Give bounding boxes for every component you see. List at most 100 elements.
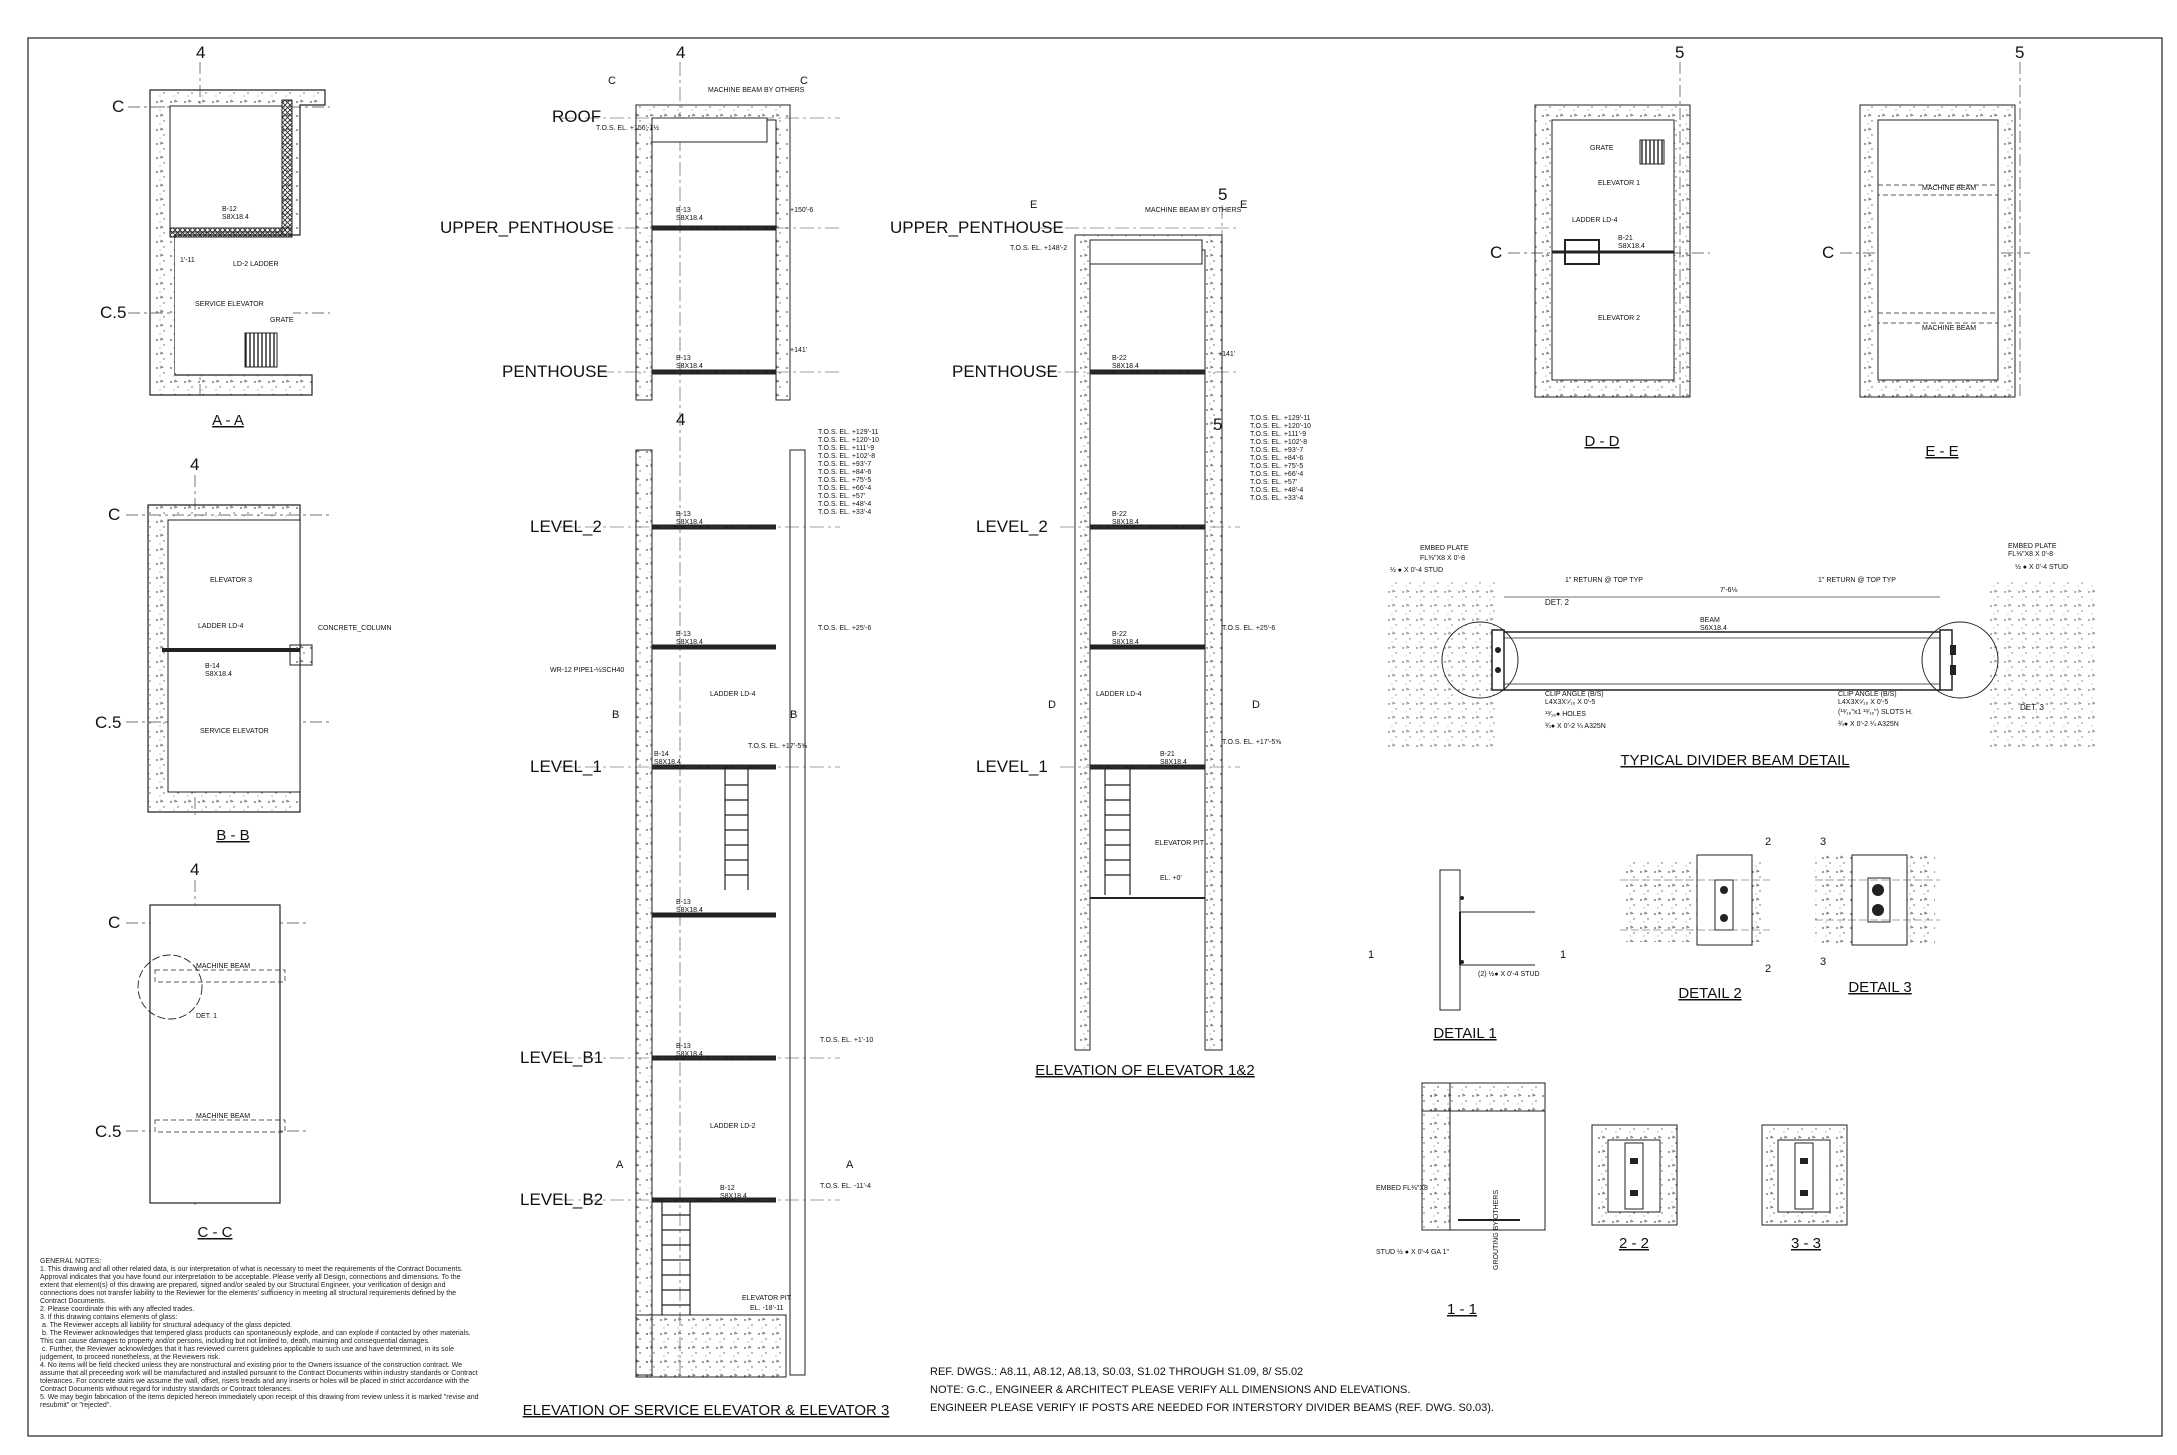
- note-item-2: 2. Please coordinate this with any affec…: [40, 1306, 195, 1313]
- svg-text:B-13: B-13: [676, 511, 691, 518]
- svg-text:T.O.S. EL. +129'-11: T.O.S. EL. +129'-11: [1250, 415, 1311, 422]
- svg-text:C: C: [1490, 243, 1502, 262]
- svg-text:S8X18.4: S8X18.4: [676, 363, 703, 370]
- elevation-elevator-12: 5 5 UPPER_PENTHOUSE PENTHOUSE LEVEL_2 L: [890, 185, 1311, 1079]
- elevation-service-elevator: 4 4: [440, 43, 889, 1419]
- svg-text:T.O.S. EL. +66'-4: T.O.S. EL. +66'-4: [818, 485, 871, 492]
- section-cc: 4 C C.5 MACHINE BEAM DET. 1 MACHINE BEAM…: [95, 860, 310, 1241]
- svg-text:(2) ½● X 0'-4 STUD: (2) ½● X 0'-4 STUD: [1478, 970, 1540, 978]
- svg-text:ELEVATOR 2: ELEVATOR 2: [1598, 315, 1640, 322]
- section-11: EMBED FL⅜"X8 STUD ½ ● X 0'-4 GA 1" GROUT…: [1376, 1082, 1546, 1318]
- svg-text:T.O.S. EL. +148'-2: T.O.S. EL. +148'-2: [1010, 245, 1067, 252]
- svg-text:LADDER LD-4: LADDER LD-4: [710, 691, 756, 698]
- title-elev-12: ELEVATION OF ELEVATOR 1&2: [1035, 1062, 1255, 1079]
- level-roof: ROOF: [552, 107, 601, 126]
- svg-text:D: D: [1252, 699, 1260, 711]
- svg-text:½ ● X 0'-4 STUD: ½ ● X 0'-4 STUD: [1390, 566, 1443, 574]
- svg-text:A: A: [616, 1159, 624, 1171]
- svg-text:B-12: B-12: [720, 1185, 735, 1192]
- title-bb: B - B: [216, 827, 249, 844]
- svg-text:T.O.S. EL. +93'-7: T.O.S. EL. +93'-7: [1250, 447, 1303, 454]
- svg-text:B-22: B-22: [1112, 355, 1127, 362]
- svg-text:T.O.S. EL. +57': T.O.S. EL. +57': [1250, 479, 1297, 486]
- svg-text:S6X18.4: S6X18.4: [1700, 625, 1727, 632]
- ref-engineer: ENGINEER PLEASE VERIFY IF POSTS ARE NEED…: [930, 1402, 1494, 1414]
- svg-text:ELEVATOR 1: ELEVATOR 1: [1598, 180, 1640, 187]
- svg-text:B-13: B-13: [676, 631, 691, 638]
- svg-text:T.O.S. EL. +48'-4: T.O.S. EL. +48'-4: [818, 501, 871, 508]
- svg-text:5: 5: [1675, 43, 1684, 62]
- svg-text:3: 3: [1820, 956, 1826, 968]
- title-11: 1 - 1: [1447, 1301, 1477, 1318]
- grid-c-label: C: [112, 97, 124, 116]
- detail-2: 2 2 DETAIL 2: [1620, 836, 1771, 1002]
- svg-text:7'-6⅛: 7'-6⅛: [1720, 587, 1737, 594]
- title-detail3: DETAIL 3: [1848, 979, 1911, 996]
- svg-text:¹³⁄₁₆● HOLES: ¹³⁄₁₆● HOLES: [1545, 711, 1586, 718]
- svg-text:4: 4: [190, 860, 199, 879]
- ref-dwgs: REF. DWGS.: A8.11, A8.12, A8.13, S0.03, …: [930, 1366, 1304, 1378]
- svg-text:5: 5: [1218, 185, 1227, 204]
- svg-text:ELEVATOR PIT: ELEVATOR PIT: [742, 1295, 792, 1302]
- svg-text:B-13: B-13: [676, 1043, 691, 1050]
- svg-text:L4X3X⁵⁄₁₆ X 0'-5: L4X3X⁵⁄₁₆ X 0'-5: [1545, 699, 1595, 706]
- svg-text:B-13: B-13: [676, 899, 691, 906]
- svg-text:SERVICE ELEVATOR: SERVICE ELEVATOR: [200, 728, 269, 735]
- svg-text:T.O.S. EL. +102'-8: T.O.S. EL. +102'-8: [818, 453, 875, 460]
- title-22: 2 - 2: [1619, 1235, 1649, 1252]
- svg-text:E: E: [1240, 199, 1247, 211]
- svg-text:1'-11: 1'-11: [180, 257, 195, 264]
- svg-text:S8X18.4: S8X18.4: [676, 215, 703, 222]
- svg-text:MACHINE BEAM: MACHINE BEAM: [1922, 325, 1976, 332]
- svg-text:T.O.S. EL. +33'-4: T.O.S. EL. +33'-4: [1250, 495, 1303, 502]
- title-typ-divider: TYPICAL DIVIDER BEAM DETAIL: [1620, 752, 1849, 769]
- level-penthouse: PENTHOUSE: [502, 362, 608, 381]
- svg-text:LADDER LD-4: LADDER LD-4: [1096, 691, 1142, 698]
- svg-text:MACHINE BEAM: MACHINE BEAM: [1922, 185, 1976, 192]
- svg-text:ELEVATOR 3: ELEVATOR 3: [210, 577, 252, 584]
- title-ee: E - E: [1925, 443, 1958, 460]
- svg-text:T.O.S. EL. +1'-10: T.O.S. EL. +1'-10: [820, 1037, 873, 1044]
- svg-text:EL. +0': EL. +0': [1160, 875, 1182, 882]
- svg-text:B-14: B-14: [205, 663, 220, 670]
- section-bb: 4 C C.5 ELEVATOR 3 LADDER LD-4 B-14 S8X1…: [95, 455, 392, 844]
- svg-text:S8X18.4: S8X18.4: [1618, 243, 1645, 250]
- svg-text:EMBED FL⅜"X8: EMBED FL⅜"X8: [1376, 1185, 1428, 1192]
- svg-text:T.O.S. EL. +120'-10: T.O.S. EL. +120'-10: [1250, 423, 1311, 430]
- svg-text:DET. 2: DET. 2: [1545, 598, 1570, 607]
- level-1-b: LEVEL_1: [976, 757, 1048, 776]
- section-22: 2 - 2: [1591, 1124, 1678, 1252]
- svg-text:C: C: [608, 75, 616, 87]
- svg-text:B-13: B-13: [676, 355, 691, 362]
- svg-text:S8X18.4: S8X18.4: [676, 907, 703, 914]
- svg-text:EL. -18'-11: EL. -18'-11: [750, 1305, 784, 1312]
- svg-text:1: 1: [1368, 949, 1374, 961]
- svg-text:2: 2: [1765, 836, 1771, 848]
- detail-1: 1 1 (2) ½● X 0'-4 STUD DETAIL 1: [1368, 869, 1566, 1042]
- svg-text:S8X18.4: S8X18.4: [1112, 519, 1139, 526]
- svg-text:T.O.S. EL. +17'-5⅝: T.O.S. EL. +17'-5⅝: [1222, 739, 1281, 746]
- sheet-border: [27, 37, 2163, 1437]
- note-item-3: 3. If this drawing contains elements of …: [40, 1314, 471, 1361]
- svg-text:E: E: [1030, 199, 1037, 211]
- svg-text:MACHINE BEAM BY OTHERS: MACHINE BEAM BY OTHERS: [708, 87, 805, 94]
- svg-text:T.O.S. EL. +111'-9: T.O.S. EL. +111'-9: [818, 445, 874, 452]
- level-1: LEVEL_1: [530, 757, 602, 776]
- typical-divider-beam-detail: EMBED PLATE FL⅜"X8 X 0'-8 ½ ● X 0'-4 STU…: [1385, 543, 2095, 769]
- svg-text:T.O.S. EL. +25'-6: T.O.S. EL. +25'-6: [818, 625, 871, 632]
- title-33: 3 - 3: [1791, 1235, 1821, 1252]
- svg-text:1" RETURN @ TOP TYP: 1" RETURN @ TOP TYP: [1818, 577, 1896, 584]
- svg-text:B-22: B-22: [1112, 511, 1127, 518]
- svg-text:T.O.S. EL. +48'-4: T.O.S. EL. +48'-4: [1250, 487, 1303, 494]
- svg-text:S8X18.4: S8X18.4: [654, 759, 681, 766]
- svg-text:3: 3: [1820, 836, 1826, 848]
- svg-text:LADDER LD-4: LADDER LD-4: [198, 623, 244, 630]
- svg-text:S8X18.4: S8X18.4: [676, 639, 703, 646]
- svg-text:DET. 1: DET. 1: [196, 1013, 217, 1020]
- svg-text:¾● X 0'-2 ¼ A325N: ¾● X 0'-2 ¼ A325N: [1545, 723, 1606, 730]
- level-2: LEVEL_2: [530, 517, 602, 536]
- svg-text:(¹³⁄₁₆"x1 ¹³⁄₁₆") SLOTS H.: (¹³⁄₁₆"x1 ¹³⁄₁₆") SLOTS H.: [1838, 709, 1913, 716]
- svg-text:½ ● X 0'-4 STUD: ½ ● X 0'-4 STUD: [2015, 563, 2068, 571]
- svg-text:4: 4: [676, 43, 685, 62]
